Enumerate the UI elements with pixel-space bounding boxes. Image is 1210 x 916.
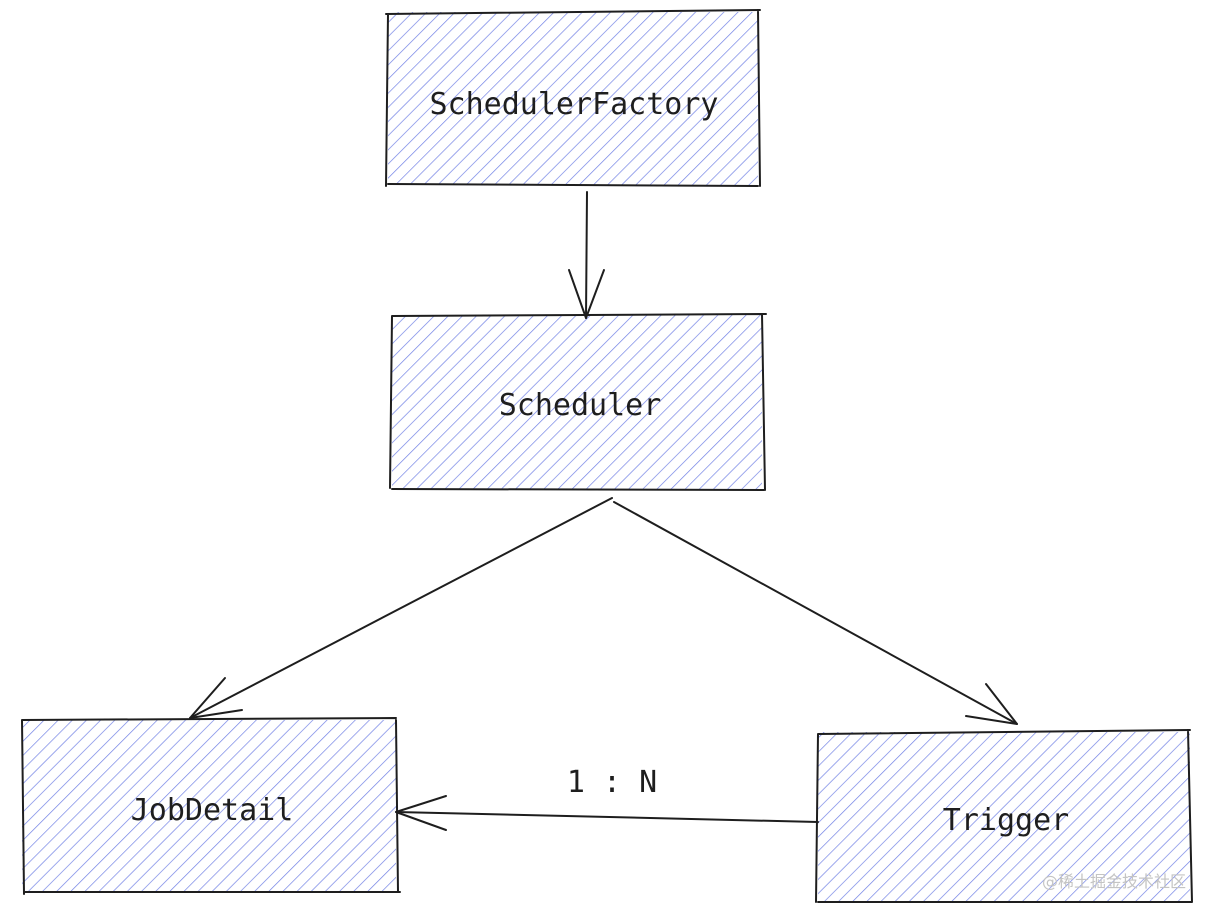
trigger-fill — [818, 732, 1190, 902]
scheduler-fill — [392, 315, 762, 489]
edge-scheduler-to-trigger-arrowhead — [965, 683, 1018, 725]
trigger-label: Trigger — [943, 803, 1069, 838]
edge-scheduler-to-trigger — [613, 501, 1018, 725]
scheduler-node: Scheduler — [389, 313, 767, 491]
job-detail-border — [21, 717, 401, 895]
watermark: @稀土掘金技术社区 — [1041, 872, 1186, 891]
scheduler-label: Scheduler — [499, 388, 662, 423]
scheduler-factory-fill — [388, 12, 758, 185]
edge-trigger-to-jobdetail-line — [395, 811, 819, 823]
edge-scheduler-to-jobdetail-line — [189, 497, 613, 719]
edge-trigger-to-jobdetail-arrowhead — [395, 795, 447, 831]
edge-scheduler-to-jobdetail-arrowhead — [189, 677, 243, 719]
job-detail-node: JobDetail — [21, 717, 401, 895]
edge-factory-to-scheduler-arrowhead — [568, 269, 605, 319]
edge-scheduler-to-trigger-line — [613, 501, 1018, 725]
trigger-node: Trigger — [815, 729, 1193, 903]
edge-trigger-to-jobdetail-label: 1 : N — [567, 765, 657, 800]
job-detail-label: JobDetail — [131, 793, 294, 828]
edge-trigger-to-jobdetail: 1 : N — [395, 765, 819, 831]
edge-factory-to-scheduler — [568, 191, 605, 319]
scheduler-factory-label: SchedulerFactory — [430, 87, 719, 122]
scheduler-factory-node: SchedulerFactory — [385, 9, 761, 187]
trigger-border — [815, 729, 1193, 903]
job-detail-fill — [22, 720, 396, 893]
scheduler-factory-border — [385, 9, 761, 187]
edge-scheduler-to-jobdetail — [189, 497, 613, 719]
edge-factory-to-scheduler-line — [585, 191, 588, 319]
scheduler-border — [389, 313, 767, 491]
